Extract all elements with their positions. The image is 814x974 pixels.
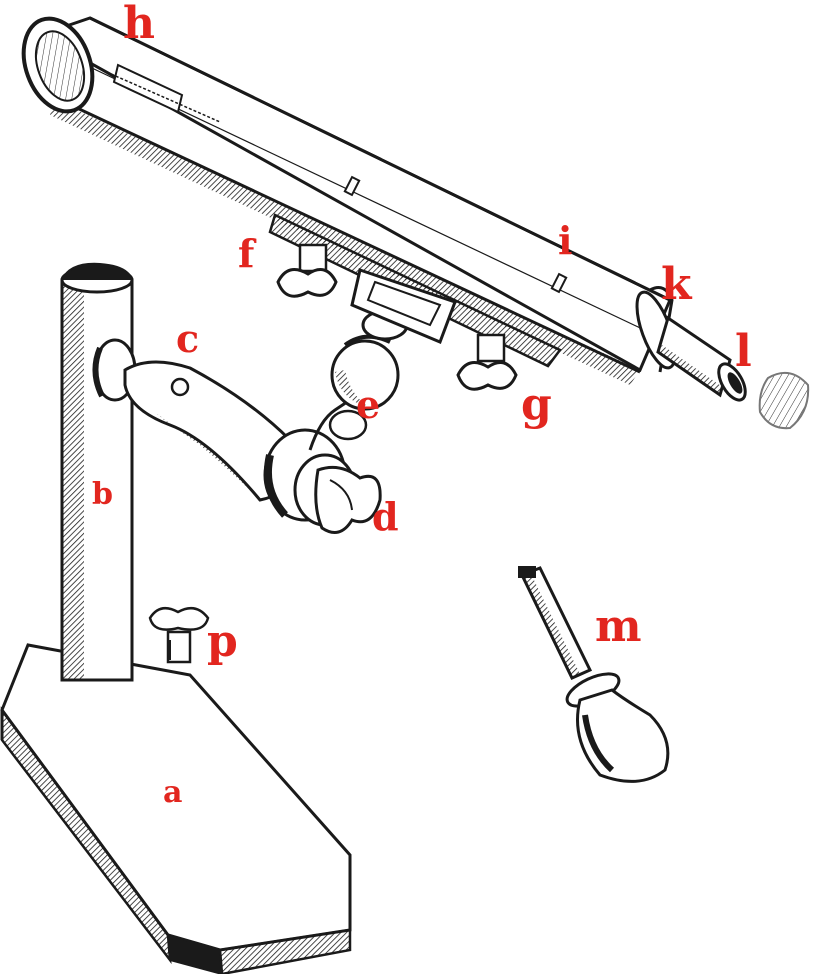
label-m: m: [595, 601, 642, 652]
focus-screw-f: [276, 243, 338, 298]
screwdriver-m: [518, 566, 670, 783]
base-block: [0, 643, 352, 974]
label-p: p: [207, 616, 238, 667]
telescope-tube: [21, 16, 677, 385]
label-e: e: [356, 382, 381, 427]
label-l: l: [735, 326, 752, 377]
label-d: d: [372, 494, 399, 539]
rack-assembly: [268, 213, 562, 368]
joint-nut-d: [263, 428, 382, 534]
label-a: a: [163, 775, 183, 810]
arm-c: [92, 338, 312, 502]
label-f: f: [238, 231, 255, 276]
eyepiece-l: [656, 315, 747, 402]
label-i: i: [558, 218, 573, 263]
ball-joint-e: [308, 309, 409, 451]
label-c: c: [176, 316, 200, 361]
label-g: g: [521, 379, 552, 430]
label-k: k: [661, 259, 692, 310]
focus-screw-g: [456, 333, 518, 391]
pillar: [60, 262, 134, 682]
specimen-object: [758, 371, 810, 430]
label-h: h: [123, 0, 155, 49]
clamp-screw-p: [148, 606, 210, 664]
label-b: b: [92, 477, 113, 512]
